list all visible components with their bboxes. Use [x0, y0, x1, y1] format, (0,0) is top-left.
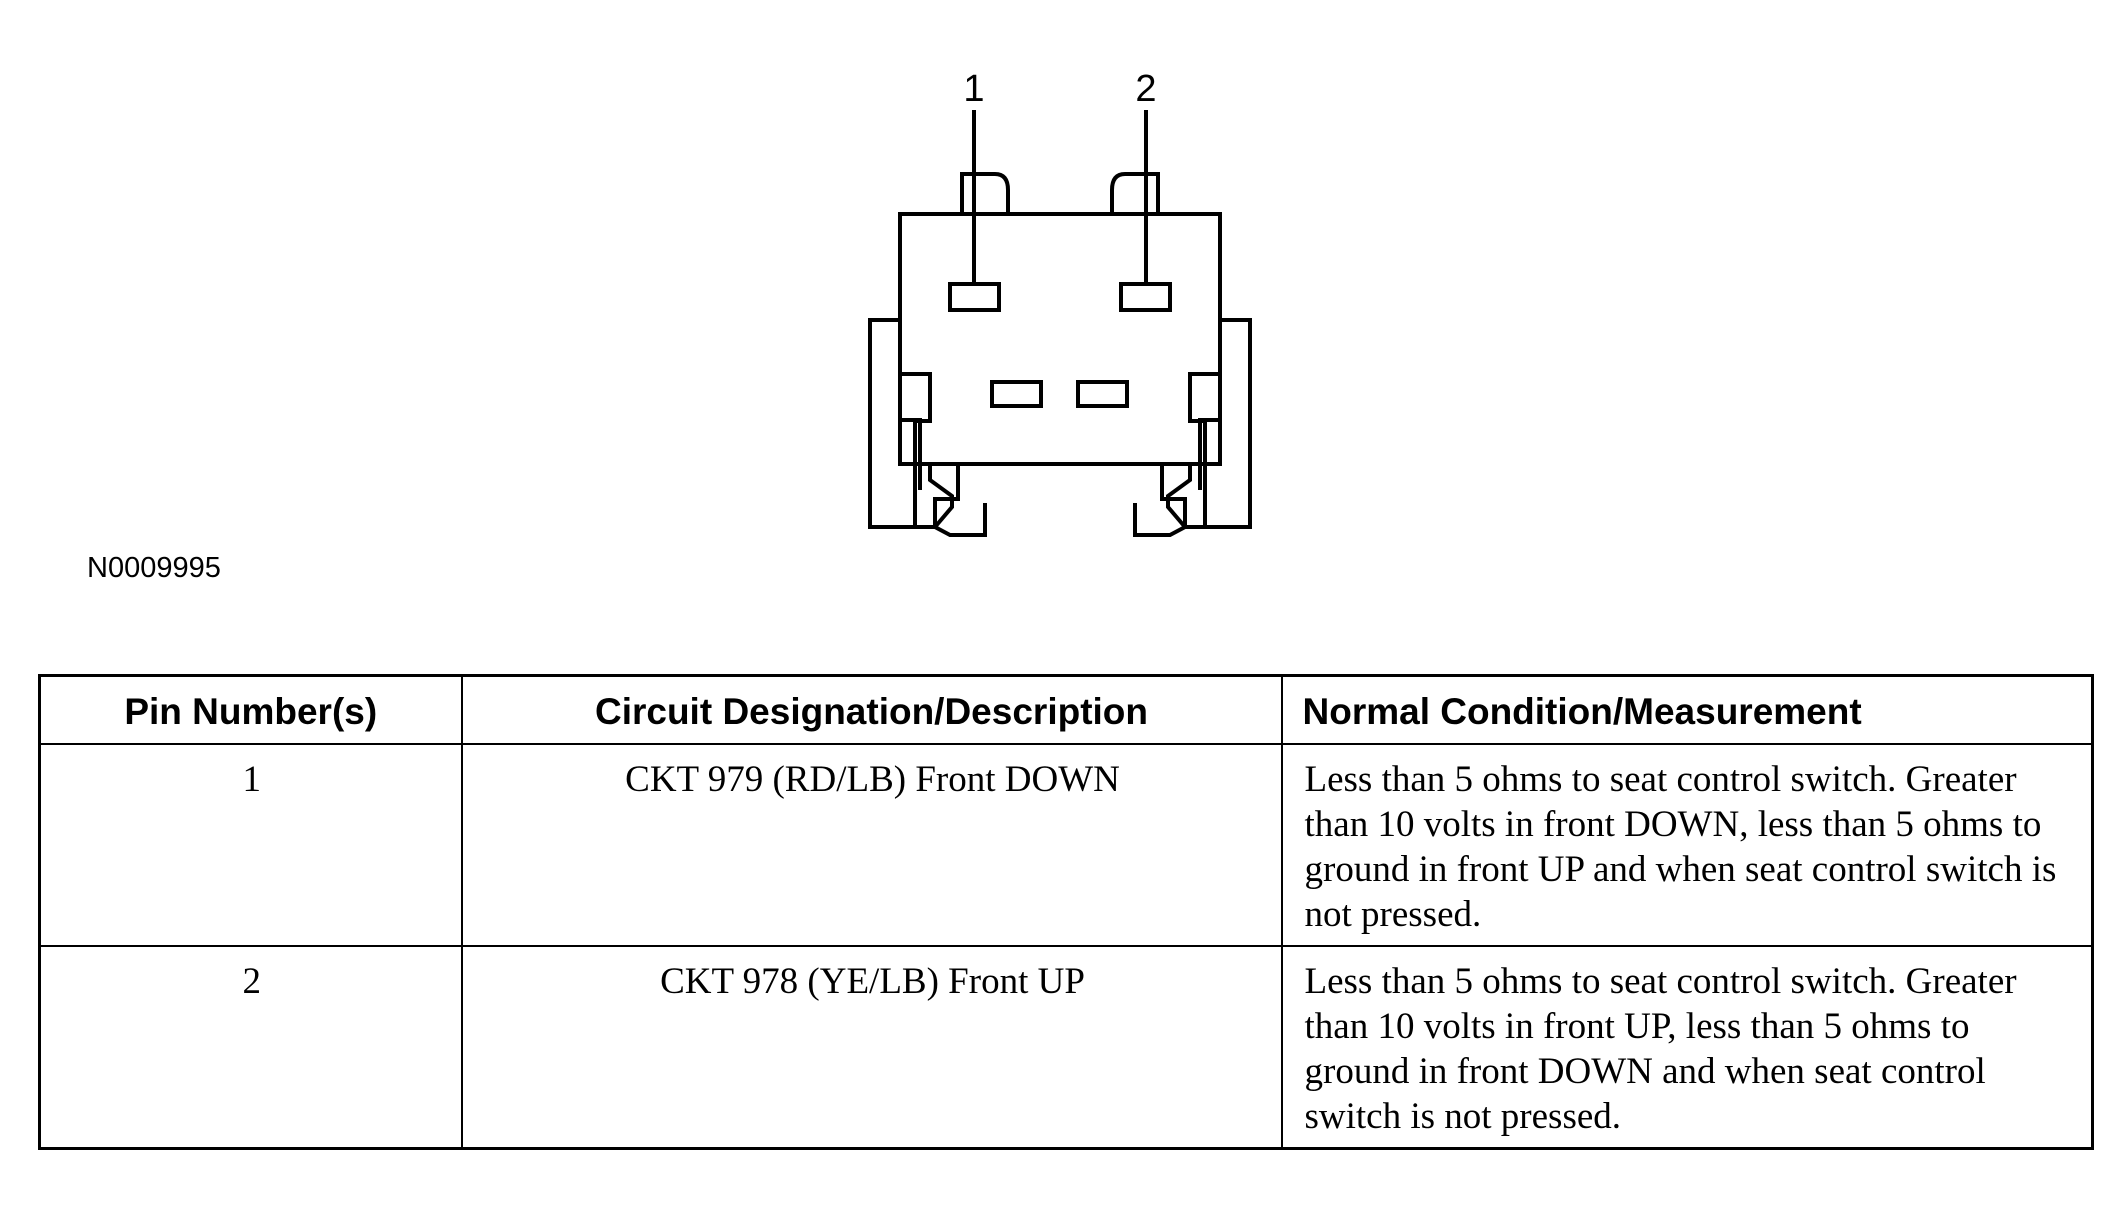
connector-tab-left — [960, 172, 1010, 214]
connector-tab-right — [1110, 172, 1160, 214]
circuit-cell: CKT 979 (RD/LB) Front DOWN — [460, 743, 1283, 947]
pin-table: Pin Number(s) Circuit Designation/Descri… — [38, 674, 2094, 1150]
table-row: 1 CKT 979 (RD/LB) Front DOWN Less than 5… — [38, 743, 2094, 947]
header-circuit: Circuit Designation/Description — [460, 674, 1283, 745]
circuit-cell: CKT 978 (YE/LB) Front UP — [460, 945, 1283, 1150]
condition-cell: Less than 5 ohms to seat control switch.… — [1280, 743, 2094, 947]
connector-diagram: 1 2 — [868, 68, 1252, 537]
table-row: 2 CKT 978 (YE/LB) Front UP Less than 5 o… — [38, 945, 2094, 1150]
center-cavity-left — [990, 380, 1043, 408]
pin-number-cell: 2 — [38, 945, 463, 1150]
condition-cell: Less than 5 ohms to seat control switch.… — [1280, 945, 2094, 1150]
connector-housing — [898, 212, 1222, 466]
pin-1-cavity — [948, 282, 1001, 312]
center-cavity-right — [1076, 380, 1129, 408]
pin-2-cavity — [1119, 282, 1172, 312]
pin-2-label: 2 — [1135, 68, 1156, 110]
table-header-row: Pin Number(s) Circuit Designation/Descri… — [38, 674, 2094, 745]
pin-1-label: 1 — [963, 68, 984, 110]
header-condition: Normal Condition/Measurement — [1280, 674, 2094, 745]
figure-id: N0009995 — [87, 552, 221, 584]
header-pin-number: Pin Number(s) — [38, 674, 463, 745]
pin-number-cell: 1 — [38, 743, 463, 947]
